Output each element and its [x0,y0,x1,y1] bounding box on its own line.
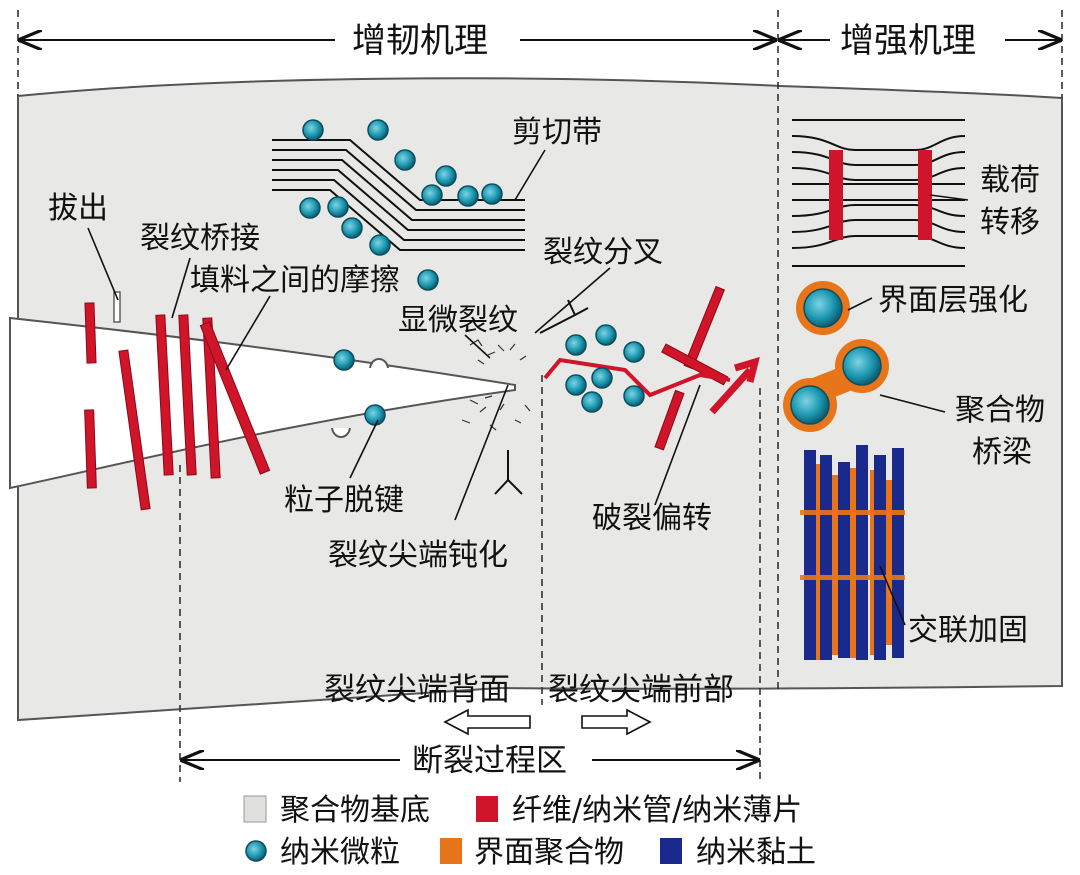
fracture-deflection-label: 破裂偏转 [592,501,712,536]
legend-matrix-label: 聚合物基底 [280,793,430,828]
crack-deflection-arrow [709,356,760,415]
particle-debond-label: 粒子脱键 [284,483,404,518]
crack-tip-blunting-label: 裂纹尖端钝化 [328,538,508,573]
interface-particles [783,281,889,432]
micro-crack-label: 显微裂纹 [398,303,518,338]
load-transfer-fiber-1 [829,150,843,240]
legend-nanoclay-label: 纳米黏土 [696,835,816,870]
load-transfer-lines [791,119,966,267]
legend-nanoclay-swatch [660,838,682,864]
micro-cracks [461,339,531,431]
front-direction-arrow [581,708,652,736]
crack-tip-front-label: 裂纹尖端前部 [548,672,734,708]
strengthening-title: 增强机理 [840,21,976,61]
crack-deflection-path [543,357,731,398]
deflection-fibers [654,285,729,451]
legend-interface-swatch [440,838,462,864]
crack-bridging-label: 裂纹桥接 [140,221,260,256]
particle-debond-notch-top [369,358,389,369]
leader-lines [87,149,969,626]
polymer-bridge-label-2: 桥梁 [972,435,1032,470]
particle-debond-notch-bottom [331,427,351,438]
legend-nanoparticle-label: 纳米微粒 [280,835,400,870]
bridging-fibers [84,302,271,511]
polymer-matrix [17,77,1063,722]
back-direction-arrow [443,708,531,736]
crack-branching-label: 裂纹分叉 [543,235,663,270]
interface-strengthening-label: 界面层强化 [878,283,1028,318]
legend-fiber-label: 纤维/纳米管/纳米薄片 [512,793,802,828]
load-transfer-fiber-2 [918,150,932,240]
crosslink-label: 交联加固 [908,613,1028,648]
pull-out-label: 拔出 [48,191,108,226]
polymer-bridge-label-1: 聚合物 [955,393,1045,428]
legend: 聚合物基底 纤维/纳米管/纳米薄片 纳米微粒 界面聚合物 纳米黏土 [243,793,816,870]
filler-friction-label: 填料之间的摩擦 [190,263,400,298]
nanoparticles [299,119,645,426]
legend-nanoparticle-swatch [245,840,267,862]
legend-interface-label: 界面聚合物 [474,835,624,870]
shear-band-label: 剪切带 [512,115,602,150]
load-transfer-label-2: 转移 [980,205,1040,240]
fracture-zone-label: 断裂过程区 [412,743,567,779]
pull-out-fiber-stub [113,291,121,323]
load-transfer-label-1: 载荷 [980,163,1040,198]
legend-matrix-swatch [243,795,267,823]
toughening-title: 增韧机理 [352,21,488,61]
legend-fiber-swatch [476,796,498,822]
nanoclay-crosslink [800,445,905,660]
crack-tip-y [494,450,523,495]
crack-tip-back-label: 裂纹尖端背面 [324,672,510,708]
